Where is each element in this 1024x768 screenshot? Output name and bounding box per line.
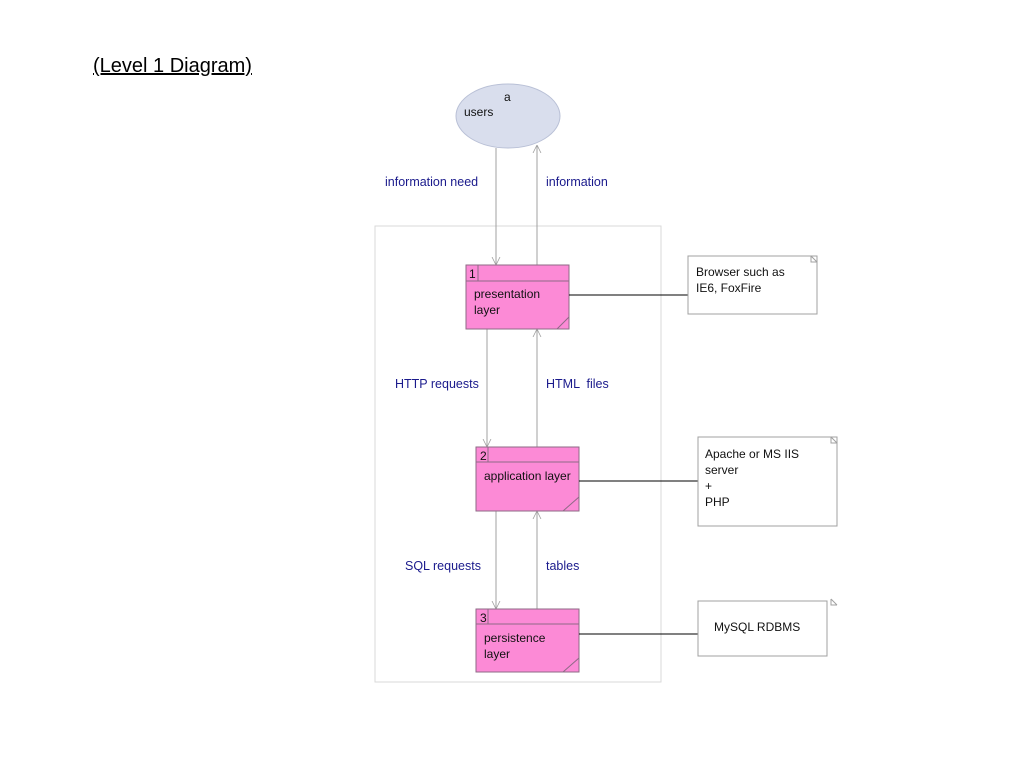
process-persistence-layer xyxy=(475,608,580,673)
flow-label-html-files: HTML files xyxy=(546,377,609,391)
note-browser xyxy=(687,255,818,315)
system-boundary xyxy=(374,225,662,683)
process-name-2: application layer xyxy=(484,469,571,483)
users-entity xyxy=(455,83,561,149)
process-number-1: 1 xyxy=(469,267,476,281)
process-presentation-layer xyxy=(465,264,570,330)
flow-label-sql-requests: SQL requests xyxy=(405,559,481,573)
process-number-3: 3 xyxy=(480,611,487,625)
note-text-database: MySQL RDBMS xyxy=(714,620,801,634)
flow-label-http-requests: HTTP requests xyxy=(395,377,479,391)
entity-id: a xyxy=(504,90,511,104)
note-text-browser: Browser such as IE6, FoxFire xyxy=(696,265,785,295)
process-name-3: persistence layer xyxy=(484,631,546,661)
process-application-layer xyxy=(475,446,580,512)
flow-label-tables: tables xyxy=(546,559,580,573)
note-server xyxy=(697,436,838,527)
process-number-2: 2 xyxy=(480,449,487,463)
flow-label-information: information xyxy=(546,175,608,189)
entity-name: users xyxy=(464,105,494,119)
process-name-1: presentation layer xyxy=(474,287,541,317)
flow-label-information-need: information need xyxy=(385,175,479,189)
note-database xyxy=(697,598,838,657)
note-text-server: Apache or MS IIS server + PHP xyxy=(705,447,800,509)
page-title: (Level 1 Diagram) xyxy=(93,55,252,77)
